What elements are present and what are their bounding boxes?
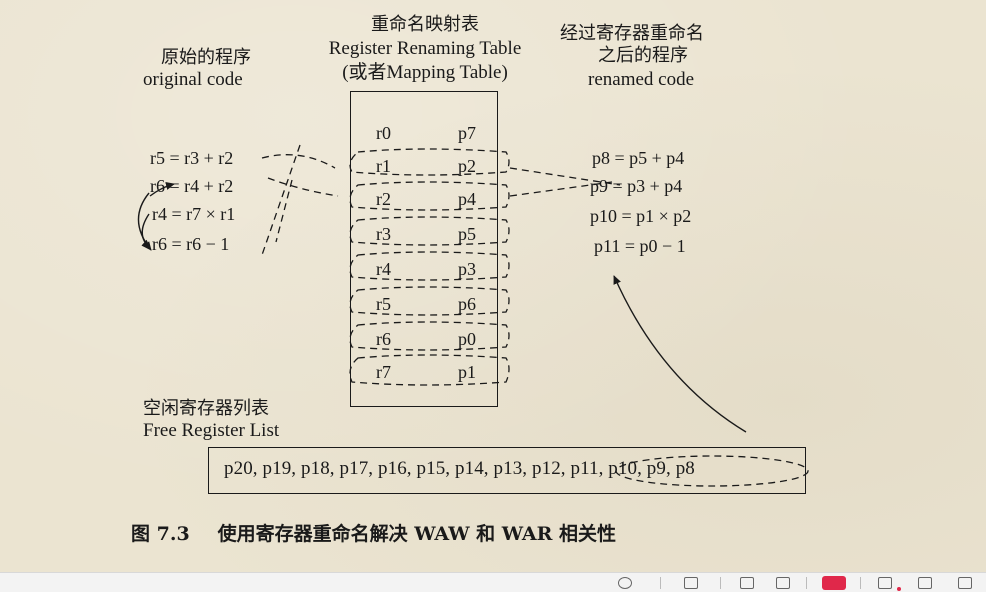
mapping-phys-reg: p2: [458, 156, 476, 176]
renamed-code-line: p8 = p5 + p4: [592, 148, 685, 168]
original-heading-en: original code: [143, 69, 243, 90]
free-list-heading-en: Free Register List: [143, 420, 280, 441]
mapping-phys-reg: p0: [458, 329, 476, 349]
figure-page: 原始的程序 original code 重命名映射表 Register Rena…: [0, 0, 986, 572]
viewer-status-bar: [0, 572, 986, 592]
mapping-phys-reg: p1: [458, 362, 476, 382]
free-list-heading-cn: 空闲寄存器列表: [143, 398, 269, 419]
notification-dot-icon: [897, 587, 901, 591]
table-heading-en: Register Renaming Table: [328, 38, 522, 59]
mapping-phys-reg: p4: [458, 189, 476, 209]
double-page-icon[interactable]: [776, 577, 790, 589]
mapping-table: [350, 91, 498, 407]
mapping-arch-reg: r3: [376, 224, 391, 244]
mapping-arch-reg: r7: [376, 362, 391, 382]
dependency-arrow: [141, 213, 151, 249]
mapping-arch-reg: r6: [376, 329, 391, 349]
original-code-line: r6 = r4 + r2: [150, 176, 234, 196]
table-heading-cn: 重命名映射表: [371, 14, 479, 35]
figure-number: 图 7.3: [131, 523, 190, 545]
original-code-line: r6 = r6 − 1: [152, 234, 230, 254]
pdf-app-icon[interactable]: [822, 576, 846, 590]
figure-caption: 图 7.3 使用寄存器重命名解决 WAW 和 WAR 相关性: [131, 522, 616, 546]
original-code-line: r5 = r3 + r2: [150, 148, 234, 168]
dependency-arrow: [137, 192, 152, 251]
renamed-code-line: p9 = p3 + p4: [590, 176, 683, 196]
mapping-arch-reg: r4: [376, 259, 391, 279]
mapping-arch-reg: r2: [376, 189, 391, 209]
rotate-icon[interactable]: [618, 577, 632, 589]
renamed-heading-cn2: 之后的程序: [598, 45, 688, 66]
lookup-line: [261, 154, 336, 169]
renamed-code-line: p10 = p1 × p2: [590, 206, 692, 226]
renamed-code-line: p11 = p0 − 1: [594, 236, 686, 256]
mapping-arch-reg: r1: [376, 156, 391, 176]
lookup-line: [275, 179, 293, 243]
status-divider: [806, 577, 807, 589]
mapping-arch-reg: r5: [376, 294, 391, 314]
lookup-line: [261, 144, 301, 256]
free-register-values: p20, p19, p18, p17, p16, p15, p14, p13, …: [224, 458, 695, 479]
allocation-arrow: [613, 275, 747, 433]
mapping-arch-reg: r0: [376, 123, 391, 143]
fit-page-icon[interactable]: [740, 577, 754, 589]
fullscreen-icon[interactable]: [958, 577, 972, 589]
mapping-phys-reg: p7: [458, 123, 476, 143]
lookup-line: [267, 177, 339, 197]
table-heading-en2: (或者Mapping Table): [342, 62, 508, 83]
original-code-line: r4 = r7 × r1: [152, 204, 236, 224]
status-divider: [860, 577, 861, 589]
renamed-heading-en: renamed code: [588, 69, 695, 90]
crop-icon[interactable]: [918, 577, 932, 589]
screenshot-icon[interactable]: [878, 577, 892, 589]
mapping-phys-reg: p3: [458, 259, 476, 279]
single-page-icon[interactable]: [684, 577, 698, 589]
status-divider: [720, 577, 721, 589]
renamed-heading-cn1: 经过寄存器重命名: [560, 23, 704, 44]
figure-caption-text: 使用寄存器重命名解决 WAW 和 WAR 相关性: [217, 523, 617, 545]
mapping-phys-reg: p5: [458, 224, 476, 244]
mapping-phys-reg: p6: [458, 294, 476, 314]
original-heading-cn: 原始的程序: [161, 47, 251, 68]
status-divider: [660, 577, 661, 589]
